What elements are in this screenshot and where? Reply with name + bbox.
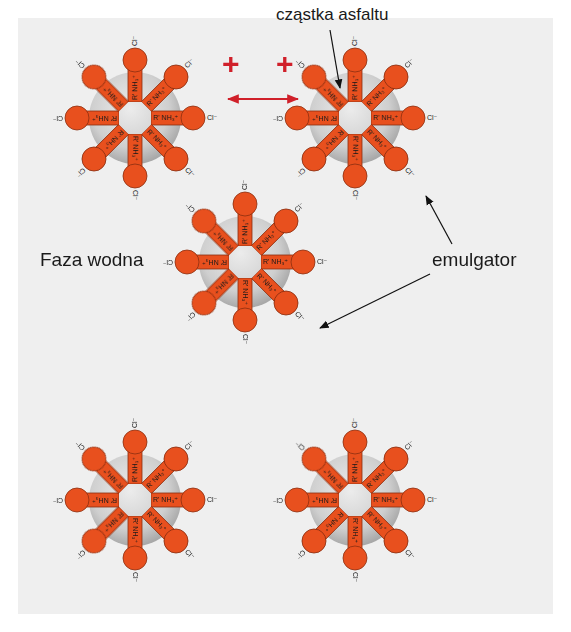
counter-ion: Cl⁻ bbox=[349, 190, 361, 200]
counter-ion: Cl⁻ bbox=[239, 334, 251, 344]
charge-sign: + bbox=[276, 49, 294, 79]
leader-line bbox=[426, 196, 452, 244]
molecule-formula: R' NH₃⁺ bbox=[153, 494, 178, 506]
counter-ion: Cl⁻ bbox=[427, 112, 437, 124]
emulsifier-molecule: R' NH₃⁺ Cl⁻ bbox=[261, 248, 335, 276]
emulsifier-molecule: R' NH₃⁺ Cl⁻ bbox=[231, 172, 259, 246]
molecule-formula: R' NH₃⁺ bbox=[373, 494, 398, 506]
molecule-formula: R' NH₃⁺ bbox=[349, 136, 361, 161]
emulsifier-molecule: R' NH₃⁺ Cl⁻ bbox=[151, 104, 225, 132]
emulsifier-molecule: R' NH₃⁺ Cl⁻ bbox=[151, 486, 225, 514]
molecule-formula: R' NH₃⁺ bbox=[349, 518, 361, 543]
repulsion-arrow bbox=[228, 98, 298, 100]
counter-ion: Cl⁻ bbox=[207, 112, 217, 124]
emulsifier-molecule: R' NH₃⁺ Cl⁻ bbox=[265, 486, 339, 514]
emulsifier-molecule: R' NH₃⁺ Cl⁻ bbox=[45, 104, 119, 132]
molecule-formula: R' NH₃⁺ bbox=[129, 518, 141, 543]
counter-ion: Cl⁻ bbox=[129, 572, 141, 582]
molecule-formula: R' NH₃⁺ bbox=[239, 219, 251, 244]
background-panel bbox=[18, 18, 553, 614]
counter-ion: Cl⁻ bbox=[349, 572, 361, 582]
emulsifier-molecule: R' NH₃⁺ Cl⁻ bbox=[341, 134, 369, 208]
emulsifier-molecule: R' NH₃⁺ Cl⁻ bbox=[265, 104, 339, 132]
molecule-formula: R' NH₃⁺ bbox=[312, 494, 337, 506]
callout-label: emulgator bbox=[432, 250, 517, 269]
counter-ion: Cl⁻ bbox=[273, 494, 283, 506]
counter-ion: Cl⁻ bbox=[129, 418, 141, 428]
counter-ion: Cl⁻ bbox=[207, 494, 217, 506]
molecule-formula: R' NH₃⁺ bbox=[92, 494, 117, 506]
molecule-formula: R' NH₃⁺ bbox=[129, 457, 141, 482]
charge-sign: + bbox=[222, 49, 240, 79]
emulsifier-molecule: R' NH₃⁺ Cl⁻ bbox=[371, 104, 445, 132]
emulsifier-molecule: R' NH₃⁺ Cl⁻ bbox=[341, 410, 369, 484]
counter-ion: Cl⁻ bbox=[239, 180, 251, 190]
emulsifier-molecule: R' NH₃⁺ Cl⁻ bbox=[341, 28, 369, 102]
counter-ion: Cl⁻ bbox=[317, 256, 327, 268]
counter-ion: Cl⁻ bbox=[349, 36, 361, 46]
callout-label: cząstka asfaltu bbox=[276, 6, 388, 23]
asphalt-particle bbox=[199, 216, 291, 308]
molecule-formula: R' NH₃⁺ bbox=[349, 457, 361, 482]
molecule-formula: R' NH₃⁺ bbox=[349, 75, 361, 100]
molecule-formula: R' NH₃⁺ bbox=[239, 280, 251, 305]
counter-ion: Cl⁻ bbox=[273, 112, 283, 124]
counter-ion: Cl⁻ bbox=[53, 112, 63, 124]
molecule-formula: R' NH₃⁺ bbox=[312, 112, 337, 124]
counter-ion: Cl⁻ bbox=[427, 494, 437, 506]
counter-ion: Cl⁻ bbox=[163, 256, 173, 268]
molecule-formula: R' NH₃⁺ bbox=[129, 75, 141, 100]
molecule-formula: R' NH₃⁺ bbox=[129, 136, 141, 161]
asphalt-particle bbox=[89, 72, 181, 164]
leader-line bbox=[330, 30, 340, 88]
counter-ion: Cl⁻ bbox=[349, 418, 361, 428]
emulsifier-molecule: R' NH₃⁺ Cl⁻ bbox=[231, 278, 259, 352]
molecule-formula: R' NH₃⁺ bbox=[202, 256, 227, 268]
phase-label: Faza wodna bbox=[40, 250, 144, 269]
counter-ion: Cl⁻ bbox=[129, 190, 141, 200]
emulsifier-molecule: R' NH₃⁺ Cl⁻ bbox=[45, 486, 119, 514]
emulsifier-molecule: R' NH₃⁺ Cl⁻ bbox=[341, 516, 369, 590]
asphalt-particle bbox=[89, 454, 181, 546]
molecule-formula: R' NH₃⁺ bbox=[263, 256, 288, 268]
emulsifier-molecule: R' NH₃⁺ Cl⁻ bbox=[121, 28, 149, 102]
asphalt-particle bbox=[309, 72, 401, 164]
emulsifier-molecule: R' NH₃⁺ Cl⁻ bbox=[371, 486, 445, 514]
emulsifier-molecule: R' NH₃⁺ Cl⁻ bbox=[121, 410, 149, 484]
molecule-formula: R' NH₃⁺ bbox=[373, 112, 398, 124]
asphalt-particle bbox=[309, 454, 401, 546]
counter-ion: Cl⁻ bbox=[129, 36, 141, 46]
molecule-formula: R' NH₃⁺ bbox=[92, 112, 117, 124]
counter-ion: Cl⁻ bbox=[53, 494, 63, 506]
emulsifier-molecule: R' NH₃⁺ Cl⁻ bbox=[121, 516, 149, 590]
emulsifier-molecule: R' NH₃⁺ Cl⁻ bbox=[121, 134, 149, 208]
molecule-formula: R' NH₃⁺ bbox=[153, 112, 178, 124]
leader-line bbox=[320, 274, 430, 328]
emulsifier-molecule: R' NH₃⁺ Cl⁻ bbox=[155, 248, 229, 276]
